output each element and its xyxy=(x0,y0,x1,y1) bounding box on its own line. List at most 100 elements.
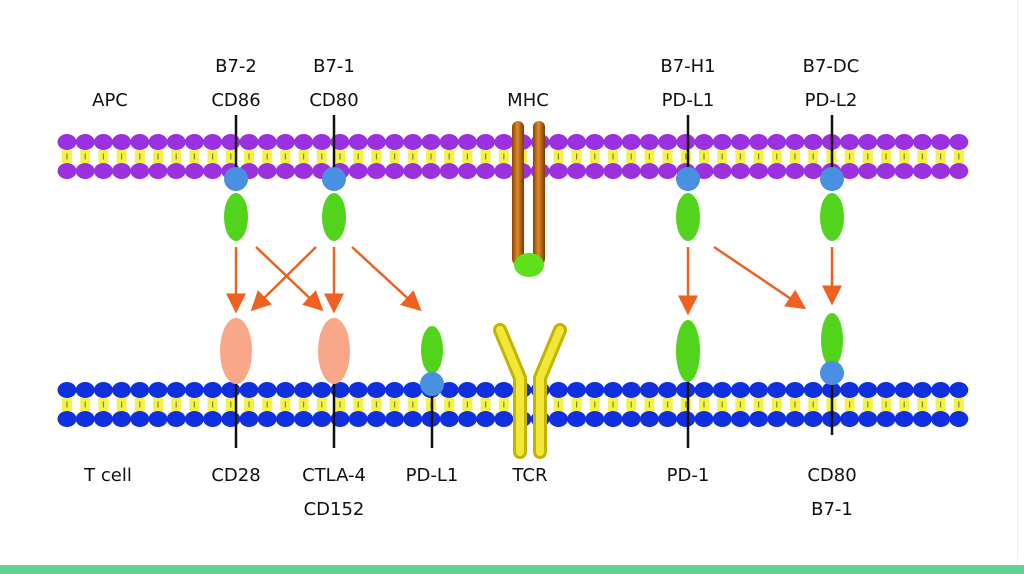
lipid-head xyxy=(730,134,750,150)
cd80-ligand xyxy=(322,115,346,241)
tcell-b71-label: B7-1 xyxy=(811,499,853,520)
lipid-head xyxy=(548,163,568,179)
lipid-head xyxy=(785,163,805,179)
lipid-head xyxy=(476,163,496,179)
lipid-head xyxy=(366,411,386,427)
lipid-head xyxy=(694,411,714,427)
lipid-head xyxy=(148,411,168,427)
lipid-head xyxy=(57,134,77,150)
lipid-head xyxy=(130,382,150,398)
lipid-head xyxy=(894,163,914,179)
tcell-cd80-label: CD80 xyxy=(807,465,856,486)
lipid-head xyxy=(130,411,150,427)
lipid-head xyxy=(785,411,805,427)
lipid-head xyxy=(366,163,386,179)
lipid-head xyxy=(548,382,568,398)
lipid-head xyxy=(275,382,295,398)
tcr-molecule xyxy=(493,323,567,459)
lipid-head xyxy=(621,411,641,427)
lipid-head xyxy=(439,382,459,398)
right-edge-line xyxy=(1017,0,1018,565)
lipid-head xyxy=(166,134,186,150)
lipid-head xyxy=(203,134,223,150)
pdl2-alias-label: B7-DC xyxy=(803,56,860,77)
lipid-head xyxy=(548,411,568,427)
lipid-head xyxy=(184,382,204,398)
lipid-head xyxy=(858,382,878,398)
lipid-head xyxy=(184,134,204,150)
lipid-head xyxy=(840,163,860,179)
cd86-ligand xyxy=(224,115,248,241)
lipid-head xyxy=(93,134,113,150)
lipid-head xyxy=(166,163,186,179)
lipid-head xyxy=(239,382,259,398)
lipid-head xyxy=(639,411,659,427)
lipid-head xyxy=(221,382,241,398)
lipid-head xyxy=(57,411,77,427)
lipid-head xyxy=(203,163,223,179)
lipid-head xyxy=(221,134,241,150)
lipid-head xyxy=(403,411,423,427)
lipid-head xyxy=(421,163,441,179)
lipid-head xyxy=(294,382,314,398)
tcell-pdl1-receptor xyxy=(420,326,444,448)
lipid-head xyxy=(385,134,405,150)
lipid-head xyxy=(567,382,587,398)
lipid-head xyxy=(840,411,860,427)
tcell-cd80-receptor xyxy=(820,313,844,435)
lipid-head xyxy=(876,411,896,427)
pdl1-alias-label: B7-H1 xyxy=(660,56,715,77)
tcell-membrane xyxy=(57,382,969,427)
lipid-head xyxy=(639,134,659,150)
lipid-head xyxy=(803,411,823,427)
lipid-head xyxy=(894,411,914,427)
lipid-head xyxy=(494,134,514,150)
lipid-head xyxy=(439,163,459,179)
lipid-head xyxy=(385,382,405,398)
lipid-head xyxy=(858,411,878,427)
lipid-head xyxy=(567,163,587,179)
tcell-pdl1-label: PD-L1 xyxy=(406,465,459,486)
lipid-head xyxy=(312,411,332,427)
lipid-head xyxy=(585,134,605,150)
lipid-head xyxy=(785,382,805,398)
lipid-head xyxy=(658,134,678,150)
apc-label: APC xyxy=(92,90,128,111)
lipid-head xyxy=(494,382,514,398)
lipid-head xyxy=(840,382,860,398)
lipid-head xyxy=(203,382,223,398)
lipid-head xyxy=(476,382,496,398)
lipid-head xyxy=(803,163,823,179)
lipid-head xyxy=(439,134,459,150)
arrow-pdl1-cd80 xyxy=(713,245,807,310)
lipid-head xyxy=(75,163,95,179)
lipid-head xyxy=(257,134,277,150)
lipid-head xyxy=(749,382,769,398)
lipid-head xyxy=(676,134,696,150)
lipid-head xyxy=(112,411,132,427)
pdl1-ligand xyxy=(676,115,700,241)
lipid-head xyxy=(585,382,605,398)
lipid-head xyxy=(803,382,823,398)
lipid-head xyxy=(494,411,514,427)
lipid-head xyxy=(148,382,168,398)
pdl2-ligand xyxy=(820,115,844,241)
lipid-head xyxy=(931,382,951,398)
lipid-head xyxy=(730,382,750,398)
lipid-head xyxy=(348,163,368,179)
lipid-head xyxy=(949,134,969,150)
lipid-head xyxy=(476,411,496,427)
lipid-head xyxy=(694,382,714,398)
lipid-head xyxy=(348,382,368,398)
lipid-head xyxy=(457,134,477,150)
lipid-head xyxy=(275,411,295,427)
lipid-head xyxy=(57,163,77,179)
lipid-head xyxy=(75,134,95,150)
lipid-head xyxy=(257,411,277,427)
pdl2-label: PD-L2 xyxy=(805,90,858,111)
lipid-head xyxy=(57,382,77,398)
lipid-head xyxy=(603,163,623,179)
lipid-head xyxy=(658,382,678,398)
lipid-head xyxy=(912,134,932,150)
